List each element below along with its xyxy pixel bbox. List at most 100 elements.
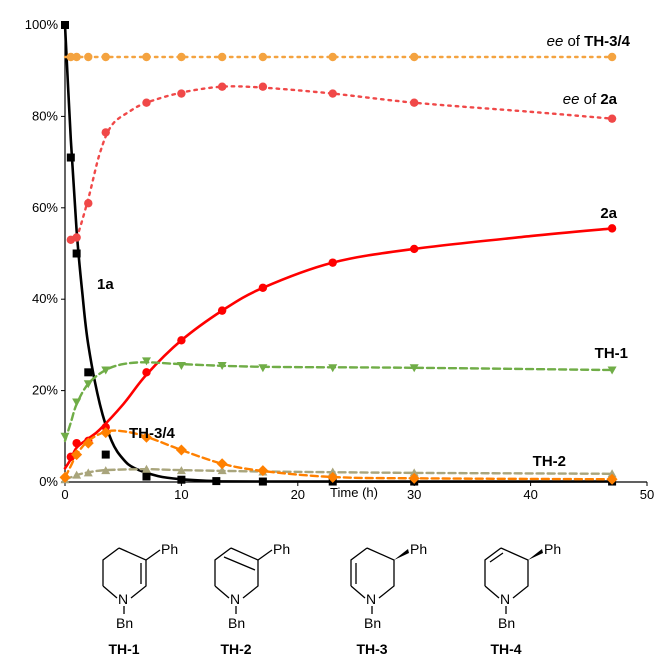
- data-point: [61, 21, 69, 29]
- data-point: [140, 431, 152, 443]
- data-point: [101, 128, 110, 137]
- data-point: [328, 364, 338, 373]
- x-tick-label: 40: [523, 487, 537, 502]
- data-point: [101, 450, 110, 459]
- data-point: [212, 477, 221, 486]
- data-point: [84, 52, 93, 62]
- data-point: [100, 427, 112, 439]
- y-tick-label: 40%: [32, 291, 58, 306]
- data-point: [217, 52, 227, 62]
- structure-ph-label: Ph: [410, 541, 427, 557]
- structure-label: TH-4: [490, 641, 521, 657]
- structure-ph-label: Ph: [273, 541, 290, 557]
- data-point: [258, 283, 268, 292]
- annotation-bold: TH-3/4: [584, 33, 631, 50]
- data-point: [258, 82, 268, 91]
- y-tick-label: 0%: [39, 474, 58, 489]
- structure-n-label: N: [500, 591, 510, 607]
- y-tick-label: 20%: [32, 383, 58, 398]
- data-point: [142, 98, 151, 107]
- data-point: [409, 468, 419, 477]
- data-point: [101, 466, 111, 475]
- data-point: [66, 52, 76, 62]
- annotation-lbl-th34: TH-3/4: [129, 425, 176, 442]
- y-tick-label: 80%: [32, 108, 58, 123]
- data-point: [328, 258, 337, 267]
- data-point: [72, 398, 82, 407]
- data-point: [83, 380, 93, 389]
- y-tick-label: 60%: [32, 200, 58, 215]
- annotation-bold: 2a: [600, 91, 617, 108]
- structure-ph-label: Ph: [161, 541, 178, 557]
- data-point: [607, 52, 617, 62]
- annotation-lbl-th2: TH-2: [533, 453, 566, 470]
- structure-label: TH-3: [356, 641, 387, 657]
- x-axis-label: Time (h): [330, 485, 378, 500]
- structure-bn-label: Bn: [116, 615, 133, 631]
- data-point: [410, 98, 419, 107]
- data-point: [607, 224, 617, 233]
- data-point: [328, 89, 337, 98]
- data-point: [142, 472, 151, 481]
- structure-n-label: N: [118, 591, 128, 607]
- data-point: [176, 466, 186, 475]
- data-point: [177, 336, 186, 345]
- series-ee-of-th-3-4: [63, 52, 617, 62]
- data-point: [217, 82, 227, 91]
- annotation-italic: ee: [547, 33, 564, 50]
- annotation-bold: TH-1: [595, 345, 628, 362]
- structure-th-3: Ph N Bn TH-3: [350, 541, 427, 657]
- data-point: [142, 368, 151, 377]
- x-tick-label: 10: [174, 487, 188, 502]
- data-point: [72, 470, 82, 479]
- data-point: [607, 366, 617, 375]
- data-point: [72, 438, 81, 448]
- data-point: [175, 444, 187, 456]
- data-point: [71, 449, 83, 461]
- wedge-bond: [528, 549, 543, 560]
- data-point: [177, 52, 186, 62]
- data-point: [410, 244, 419, 254]
- data-point: [84, 199, 93, 208]
- annotation-italic: ee: [563, 91, 580, 108]
- data-point: [72, 233, 81, 242]
- data-point: [328, 52, 337, 62]
- data-point: [408, 472, 420, 484]
- ring-bonds: [214, 547, 259, 599]
- data-point: [84, 368, 93, 377]
- structure-label: TH-2: [220, 641, 251, 657]
- x-tick-label: 0: [61, 487, 68, 502]
- data-point: [216, 458, 228, 470]
- data-point: [258, 477, 267, 486]
- data-point: [607, 469, 617, 478]
- annotation-lbl-th1: TH-1: [595, 345, 628, 362]
- structure-bn-label: Bn: [228, 615, 245, 631]
- data-point: [141, 464, 151, 473]
- data-point: [606, 473, 618, 485]
- series-group: [59, 21, 618, 486]
- structure-th-1: Ph N Bn TH-1: [102, 541, 178, 657]
- data-point: [83, 468, 93, 477]
- ph-bond: [257, 549, 273, 561]
- series-line: [63, 23, 614, 483]
- x-tick-label: 20: [291, 487, 305, 502]
- annotation-ee-2a: ee of 2a: [563, 91, 618, 108]
- annotation-bold: TH-2: [533, 453, 566, 470]
- annotation-text: of: [579, 91, 600, 108]
- annotation-lbl-1a: 1a: [97, 276, 114, 293]
- series-th-3-4: [59, 427, 618, 485]
- ring-bonds: [484, 547, 529, 599]
- series-line: [69, 85, 614, 243]
- data-point: [72, 52, 81, 62]
- data-point: [177, 475, 186, 484]
- structure-th-2: Ph N Bn TH-2: [214, 541, 290, 657]
- data-point: [217, 361, 227, 370]
- data-point: [82, 437, 94, 449]
- data-point: [328, 467, 338, 476]
- structure-n-label: N: [230, 591, 240, 607]
- data-point: [327, 471, 339, 483]
- data-point: [72, 249, 81, 258]
- annotation-bold: 1a: [97, 276, 114, 293]
